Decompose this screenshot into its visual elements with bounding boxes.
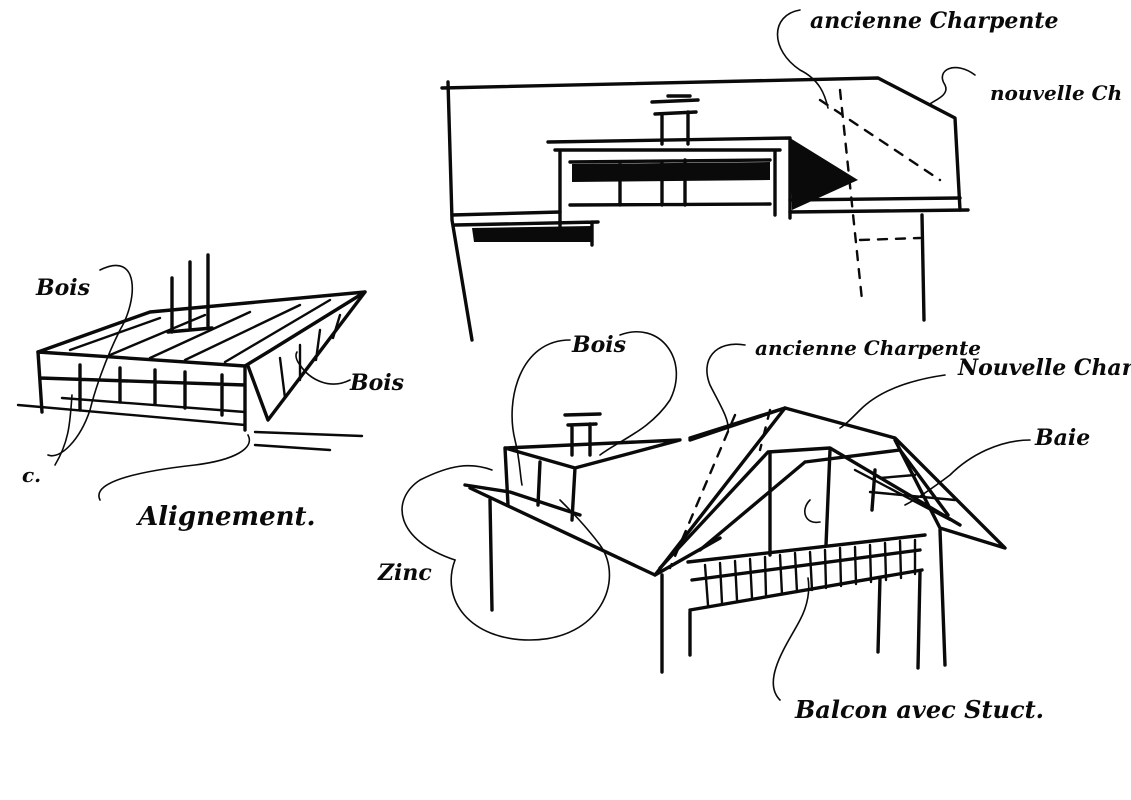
- elevation-chimney: [650, 94, 700, 146]
- left-annex-sketch: [16, 253, 367, 501]
- elevation-roof-line: [440, 76, 962, 212]
- left-ground-line: [16, 396, 364, 452]
- elevation-callout-nouvelle: [929, 66, 976, 105]
- top-elevation-sketch: [440, 9, 976, 342]
- label-balcon: Balcon avec Stuct.: [794, 695, 1044, 724]
- main-gable: [658, 446, 962, 570]
- label-nouvelle-charpente-top: nouvelle Ch: [990, 81, 1122, 105]
- elevation-dormer-glazing-hatch: [572, 162, 770, 182]
- main-house-sketch: [401, 331, 1031, 701]
- left-front-wall: [36, 350, 247, 432]
- label-ancienne-charpente-main: ancienne Charpente: [755, 336, 981, 360]
- elevation-callout-ancienne: [776, 9, 829, 109]
- elevation-left-wall: [446, 80, 474, 342]
- left-callout-c: [54, 394, 73, 466]
- left-side-studs: [278, 313, 342, 400]
- main-callout-nouvelle: [839, 374, 946, 429]
- main-balcony-balusters: [703, 538, 917, 607]
- label-ancienne-charpente-top: ancienne Charpente: [810, 8, 1059, 34]
- elevation-side-shadow: [790, 138, 858, 210]
- main-callout-ancienne: [706, 343, 746, 433]
- left-callout-bois-side: [295, 351, 351, 385]
- label-bois-left: Bois: [35, 275, 90, 301]
- main-callout-balcon: [772, 577, 810, 701]
- main-callout-zinc: [401, 464, 493, 561]
- main-baie-frame: [853, 468, 957, 522]
- elevation-dormer-frame: [546, 136, 792, 234]
- left-roof-planks: [68, 298, 332, 364]
- left-callout-alignement: [98, 434, 251, 501]
- elevation-base-hatch: [472, 226, 592, 242]
- main-callout-baie: [904, 439, 1031, 506]
- main-callout-baie-inner: [804, 499, 821, 524]
- left-callout-bois: [47, 264, 134, 457]
- left-roof-outline: [36, 290, 367, 368]
- label-zinc: Zinc: [377, 560, 432, 586]
- left-chimney-pipes: [166, 253, 214, 334]
- main-callout-zinc-loop: [450, 499, 611, 641]
- elevation-floor-lines: [450, 196, 970, 247]
- label-bois-left-side: Bois: [349, 370, 404, 396]
- main-posts: [488, 498, 947, 674]
- label-baie: Baie: [1034, 425, 1090, 451]
- label-nouvelle-charpente-main: Nouvelle Charpente: [957, 355, 1131, 381]
- main-roof-dashed-ridge: [668, 408, 772, 570]
- main-gable-posts: [768, 448, 877, 557]
- main-callout-bois-left: [511, 339, 571, 486]
- label-bois-main: Bois: [571, 332, 626, 358]
- main-callout-bois-right: [599, 331, 678, 456]
- main-annex-frame: [463, 438, 682, 522]
- main-balcony-rail: [686, 533, 927, 612]
- left-side-triangle: [246, 290, 367, 422]
- sketch-labels: Bois Bois c. Alignement. ancienne Charpe…: [22, 8, 1131, 724]
- elevation-right-post: [920, 213, 926, 322]
- label-c-mark: c.: [22, 463, 41, 487]
- main-annex-chimney: [563, 412, 602, 457]
- elevation-dashed-lines: [818, 88, 942, 302]
- label-alignement: Alignement.: [135, 502, 316, 532]
- main-roof-outline: [468, 406, 1007, 577]
